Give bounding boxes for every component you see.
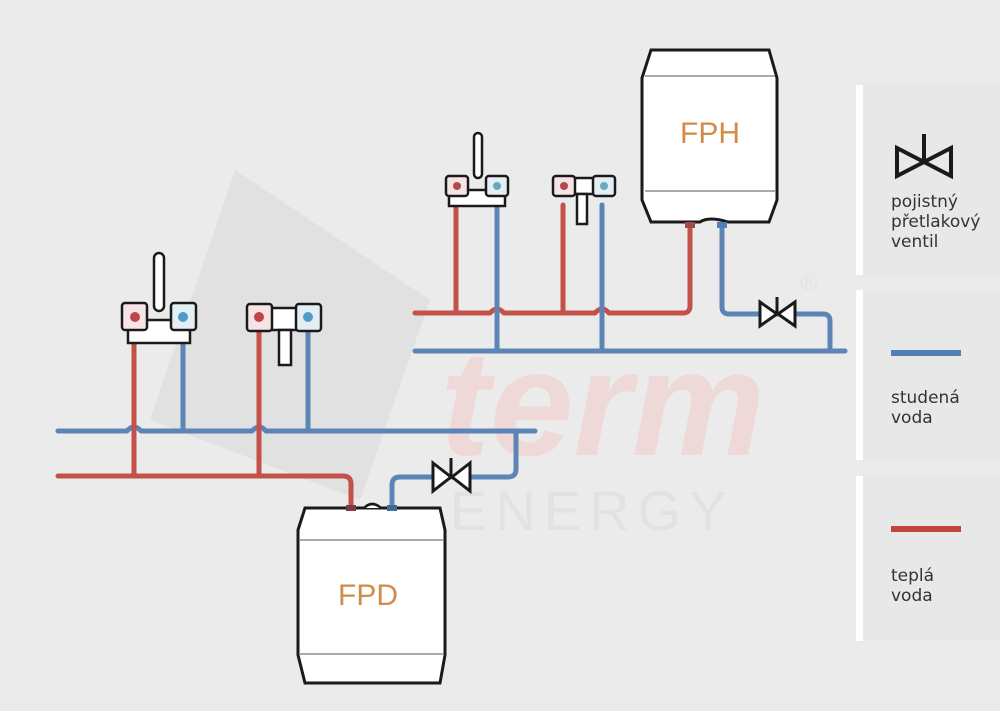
legend-label-line: voda [891,408,933,428]
legend-valve: pojistný přetlakový ventil [856,85,1000,275]
faucet-icon [120,251,198,345]
legend-label-line: přetlakový [891,212,981,232]
legend-label-line: voda [891,586,933,606]
safety-valve-icon [431,458,472,495]
legend-label-line: studená [891,388,960,408]
safety-valve-icon [758,297,797,329]
tank-label-fph: FPH [680,117,740,150]
faucet-icon [551,174,617,226]
legend-label: studená voda [891,388,960,428]
legend-label-line: ventil [891,232,939,252]
tank-label-fpd: FPD [338,579,398,612]
legend-cold-water: studená voda [856,290,1000,460]
watermark-registered: ® [800,269,818,296]
hot-water-line-swatch [891,526,961,532]
tank-fpd: FPD [296,502,447,685]
safety-valve-icon [895,134,953,180]
tank-fph: FPH [640,48,779,228]
faucet-icon [245,302,323,367]
watermark-sub: ENERGY [450,479,735,542]
cold-water-line-swatch [891,350,961,356]
faucet-icon [444,131,510,208]
legend-hot-water: teplá voda [856,476,1000,641]
lower-hot-main [55,473,354,511]
legend-label: teplá voda [891,566,934,606]
legend-label-line: pojistný [891,192,958,212]
legend-label: pojistný přetlakový ventil [891,192,980,252]
legend-label-line: teplá [891,566,935,586]
lower-cold-main [55,424,538,434]
